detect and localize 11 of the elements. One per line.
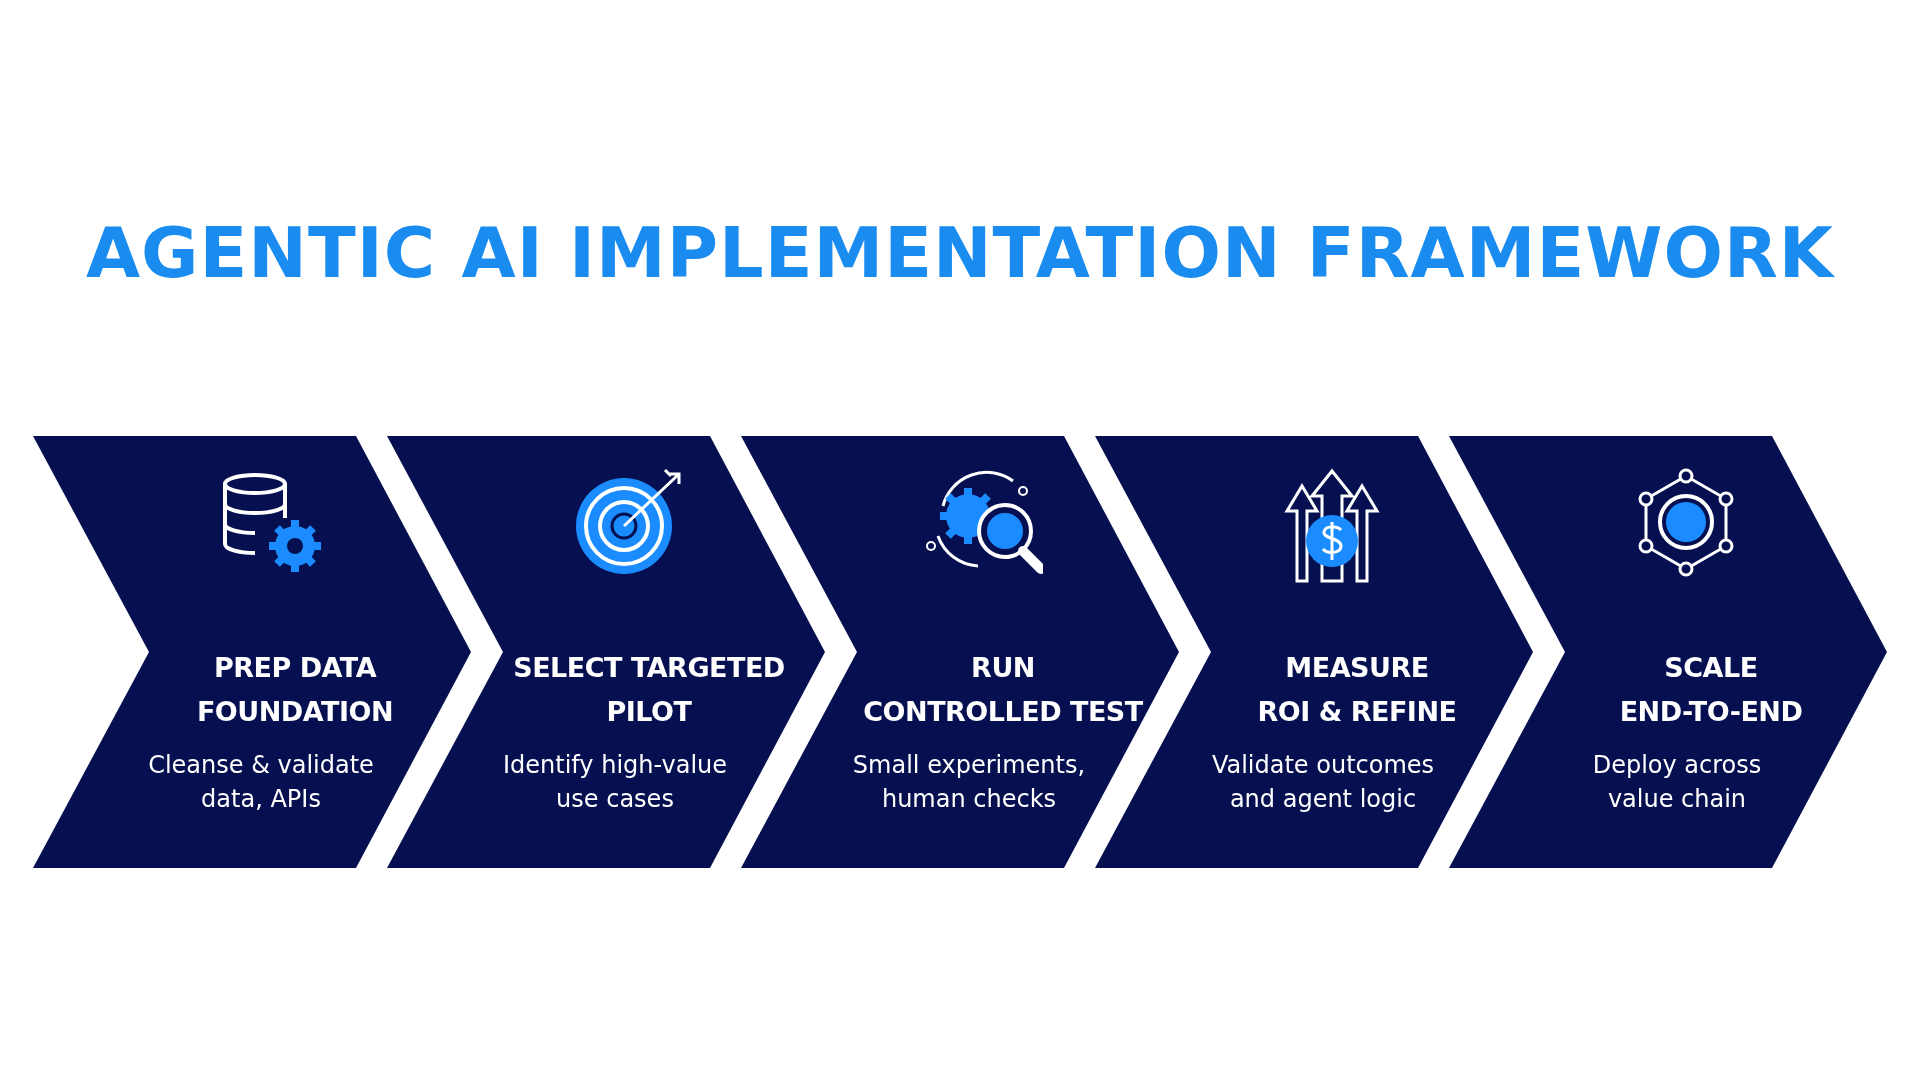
step-heading: SCALE END-TO-END: [1618, 651, 1804, 729]
step-heading: SELECT TARGETED PILOT: [512, 651, 786, 729]
step-description: Validate outcomes and agent logic: [1210, 750, 1436, 815]
step-description: Cleanse & validate data, APIs: [147, 750, 375, 815]
step-description: Identify high-value use cases: [501, 750, 729, 815]
step-heading: MEASURE ROI & REFINE: [1256, 651, 1458, 729]
step-heading: PREP DATA FOUNDATION: [195, 651, 395, 729]
title: AGENTIC AI IMPLEMENTATION FRAMEWORK: [84, 211, 1836, 296]
step-description: Small experiments, human checks: [851, 750, 1087, 815]
step-description: Deploy across value chain: [1591, 750, 1763, 815]
step-heading: RUN CONTROLLED TEST: [862, 651, 1144, 729]
